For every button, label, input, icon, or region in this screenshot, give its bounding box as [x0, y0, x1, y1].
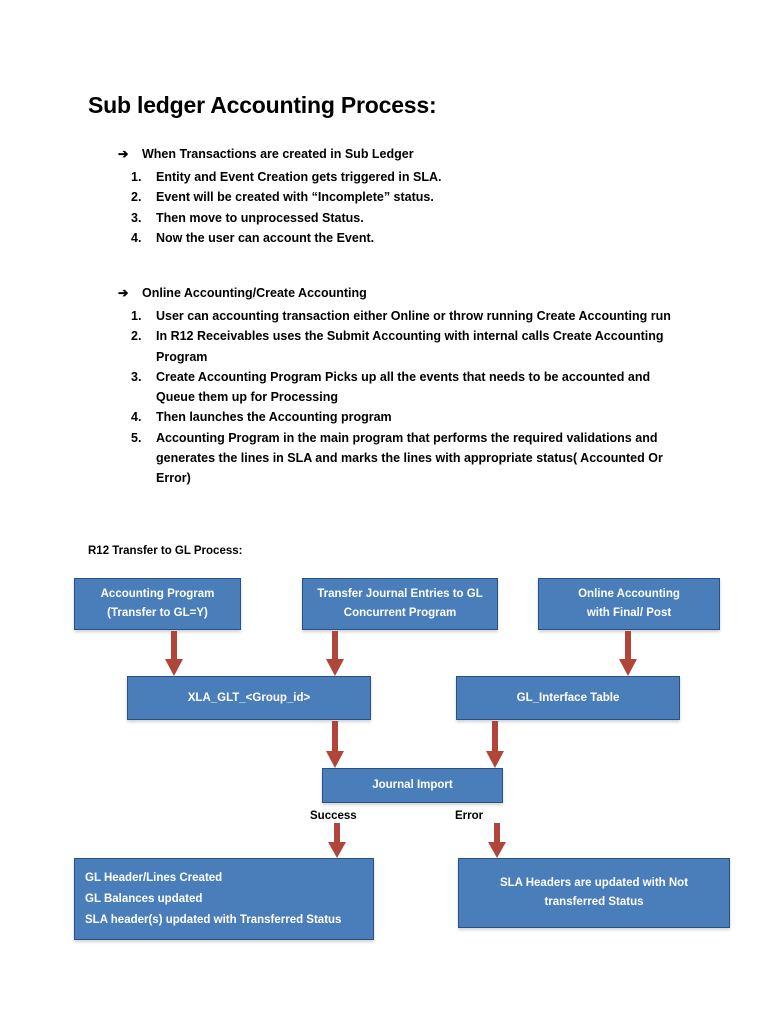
page-title: Sub ledger Accounting Process: [88, 92, 437, 118]
section-block-1: ➔ When Transactions are created in Sub L… [0, 145, 768, 248]
section-heading-text: When Transactions are created in Sub Led… [142, 147, 414, 161]
node-gl-interface-table[interactable]: GL_Interface Table [456, 676, 680, 720]
node-line: with Final/ Post [586, 607, 672, 619]
arrow-down-icon [326, 721, 344, 768]
list-item-number: 1. [131, 170, 142, 184]
node-line: Accounting Program [100, 588, 215, 600]
list-item: 1. Entity and Event Creation gets trigge… [0, 167, 768, 187]
node-line: GL_Interface Table [516, 691, 620, 704]
section-block-2: ➔ Online Accounting/Create Accounting 1.… [0, 284, 768, 489]
list-item-number: 2. [131, 190, 142, 205]
node-online-accounting[interactable]: Online Accounting with Final/ Post [538, 578, 720, 630]
node-line: SLA header(s) updated with Transferred S… [85, 913, 342, 926]
edge-label-success: Success [310, 810, 357, 822]
list-item: 2. In R12 Receivables uses the Submit Ac… [0, 326, 768, 367]
numbered-list-2: 1. User can accounting transaction eithe… [0, 306, 768, 489]
node-accounting-program[interactable]: Accounting Program (Transfer to GL=Y) [74, 578, 241, 630]
list-item-text: In R12 Receivables uses the Submit Accou… [156, 329, 664, 364]
arrow-bullet-icon: ➔ [118, 286, 129, 300]
list-item-number: 3. [131, 210, 142, 225]
list-item: 4. Now the user can account the Event. [0, 228, 768, 248]
node-line: (Transfer to GL=Y) [107, 607, 208, 619]
list-item: 5. Accounting Program in the main progra… [0, 428, 768, 489]
node-line: Online Accounting [578, 588, 680, 600]
list-item-number: 3. [131, 369, 142, 384]
arrow-down-icon [328, 823, 346, 858]
arrow-down-icon [486, 721, 504, 768]
node-line: transferred Status [544, 896, 644, 908]
list-item-text: Entity and Event Creation gets triggered… [156, 170, 442, 184]
section-heading-2: ➔ Online Accounting/Create Accounting [0, 284, 768, 303]
edge-label-error: Error [455, 810, 484, 822]
list-item-text: User can accounting transaction either O… [156, 309, 671, 323]
node-line: XLA_GLT_<Group_id> [187, 691, 311, 704]
numbered-list-1: 1. Entity and Event Creation gets trigge… [0, 167, 768, 248]
list-item-number: 5. [131, 430, 142, 445]
list-item-text: Now the user can account the Event. [156, 230, 375, 245]
node-gl-header-lines-created[interactable]: GL Header/Lines Created GL Balances upda… [74, 858, 374, 940]
list-item: 3. Create Accounting Program Picks up al… [0, 367, 768, 408]
node-line: Concurrent Program [343, 607, 457, 619]
list-item-number: 4. [131, 410, 142, 425]
section-heading-1: ➔ When Transactions are created in Sub L… [0, 145, 768, 164]
list-item-number: 4. [131, 230, 142, 245]
node-line: Transfer Journal Entries to GL [317, 588, 483, 600]
list-item-text: Then move to unprocessed Status. [156, 210, 364, 225]
list-item: 3. Then move to unprocessed Status. [0, 208, 768, 228]
node-xla-glt-table[interactable]: XLA_GLT_<Group_id> [127, 676, 371, 720]
list-item-text: Then launches the Accounting program [156, 410, 392, 425]
arrow-down-icon [488, 823, 506, 858]
node-line: SLA Headers are updated with Not [499, 877, 689, 889]
node-line: GL Header/Lines Created [85, 871, 223, 884]
node-transfer-journal-entries[interactable]: Transfer Journal Entries to GL Concurren… [302, 578, 498, 630]
list-item-number: 2. [131, 329, 142, 344]
arrow-bullet-icon: ➔ [118, 147, 129, 161]
node-sla-headers-not-transferred[interactable]: SLA Headers are updated with Not transfe… [458, 858, 730, 928]
arrow-down-icon [165, 631, 183, 676]
node-line: Journal Import [372, 779, 453, 791]
flowchart-title: R12 Transfer to GL Process: [88, 545, 243, 557]
list-item-number: 1. [131, 309, 142, 323]
list-item-text: Accounting Program in the main program t… [156, 430, 663, 486]
list-item-text: Event will be created with “Incomplete” … [156, 190, 434, 205]
list-item-text: Create Accounting Program Picks up all t… [156, 369, 651, 405]
arrow-down-icon [619, 631, 637, 676]
node-line: GL Balances updated [85, 892, 203, 905]
list-item: 1. User can accounting transaction eithe… [0, 306, 768, 326]
list-item: 2. Event will be created with “Incomplet… [0, 187, 768, 207]
section-heading-text: Online Accounting/Create Accounting [142, 286, 367, 300]
node-journal-import[interactable]: Journal Import [322, 768, 503, 803]
arrow-down-icon [326, 631, 344, 676]
list-item: 4. Then launches the Accounting program [0, 407, 768, 427]
